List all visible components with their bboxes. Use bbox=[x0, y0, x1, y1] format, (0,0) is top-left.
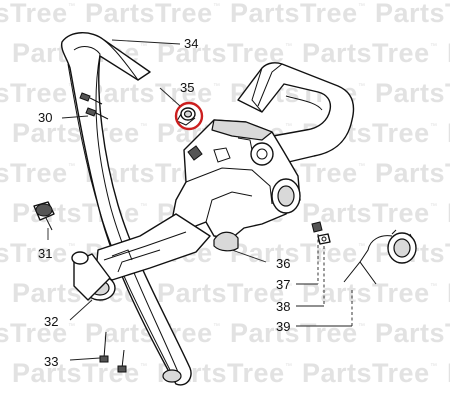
watermark-trademark: ™ bbox=[213, 3, 220, 10]
watermark-trademark: ™ bbox=[140, 123, 147, 130]
callout-39: 39 bbox=[276, 319, 290, 334]
watermark-text: PartsTree bbox=[302, 278, 430, 308]
part-39-cap bbox=[343, 229, 417, 285]
watermark-text: PartsTree bbox=[375, 158, 450, 188]
watermark-text: PartsTree bbox=[302, 38, 430, 68]
watermark-trademark: ™ bbox=[285, 43, 292, 50]
callout-38: 38 bbox=[276, 299, 290, 314]
watermark-trademark: ™ bbox=[68, 3, 75, 10]
watermark-text: PartsTree bbox=[375, 318, 450, 348]
watermark-trademark: ™ bbox=[430, 43, 437, 50]
watermark-trademark: ™ bbox=[68, 323, 75, 330]
watermark-trademark: ™ bbox=[68, 243, 75, 250]
watermark-trademark: ™ bbox=[430, 123, 437, 130]
watermark-trademark: ™ bbox=[430, 203, 437, 210]
watermark-text: PartsTree bbox=[375, 78, 450, 108]
watermark-text: PartsTree bbox=[230, 318, 358, 348]
watermark-text: PartsTree bbox=[85, 0, 213, 28]
callout-30: 30 bbox=[38, 110, 52, 125]
watermark-trademark: ™ bbox=[140, 43, 147, 50]
watermark-trademark: ™ bbox=[285, 283, 292, 290]
callout-34: 34 bbox=[184, 36, 198, 51]
part-30-screws bbox=[79, 92, 109, 120]
part-35-plug bbox=[174, 101, 204, 131]
watermark-trademark: ™ bbox=[140, 203, 147, 210]
watermark-text: PartsTree bbox=[12, 118, 140, 148]
watermark-text: PartsTree bbox=[375, 0, 450, 28]
watermark-trademark: ™ bbox=[358, 3, 365, 10]
leader-lines bbox=[47, 39, 353, 361]
watermark-trademark: ™ bbox=[358, 83, 365, 90]
watermark-text: PartsTree bbox=[447, 278, 450, 308]
part-37-38-fasteners bbox=[311, 221, 331, 245]
watermark-trademark: ™ bbox=[430, 363, 437, 370]
watermark-trademark: ™ bbox=[358, 323, 365, 330]
watermark-text: PartsTree bbox=[0, 0, 68, 28]
callout-37: 37 bbox=[276, 277, 290, 292]
watermark-text: PartsTree bbox=[0, 238, 68, 268]
watermark-trademark: ™ bbox=[285, 363, 292, 370]
watermark-trademark: ™ bbox=[140, 363, 147, 370]
watermark-text: PartsTree bbox=[447, 38, 450, 68]
part-36-bumper bbox=[213, 231, 239, 252]
watermark-text: PartsTree bbox=[447, 118, 450, 148]
watermark-text: PartsTree bbox=[302, 358, 430, 388]
watermark-text: PartsTree bbox=[0, 78, 68, 108]
watermark-text: PartsTree bbox=[157, 278, 285, 308]
watermark-text: PartsTree bbox=[0, 158, 68, 188]
callout-31: 31 bbox=[38, 246, 52, 261]
watermark-text: PartsTree bbox=[302, 198, 430, 228]
watermark-trademark: ™ bbox=[68, 163, 75, 170]
handle-housing bbox=[171, 119, 301, 239]
callout-33: 33 bbox=[44, 354, 58, 369]
watermark-text: PartsTree bbox=[12, 358, 140, 388]
watermark-trademark: ™ bbox=[285, 123, 292, 130]
part-31-knob bbox=[33, 201, 55, 231]
watermark-trademark: ™ bbox=[358, 163, 365, 170]
watermark-trademark: ™ bbox=[358, 243, 365, 250]
watermark-text: PartsTree bbox=[157, 38, 285, 68]
watermark-trademark: ™ bbox=[213, 83, 220, 90]
callout-35: 35 bbox=[180, 80, 194, 95]
handlebar bbox=[60, 32, 192, 386]
watermark-trademark: ™ bbox=[430, 283, 437, 290]
part-33-screws bbox=[99, 331, 127, 373]
watermark-text: PartsTree bbox=[447, 358, 450, 388]
watermark-text: PartsTree bbox=[230, 238, 358, 268]
callout-36: 36 bbox=[276, 256, 290, 271]
watermark-trademark: ™ bbox=[213, 323, 220, 330]
watermark-text: PartsTree bbox=[230, 0, 358, 28]
callout-32: 32 bbox=[44, 314, 58, 329]
highlight-circle bbox=[174, 101, 204, 131]
watermark-text: PartsTree bbox=[0, 318, 68, 348]
lower-arm bbox=[71, 213, 211, 301]
callout-labels: 34 35 30 31 32 33 36 37 38 39 bbox=[38, 36, 290, 369]
watermark-text: PartsTree bbox=[447, 198, 450, 228]
